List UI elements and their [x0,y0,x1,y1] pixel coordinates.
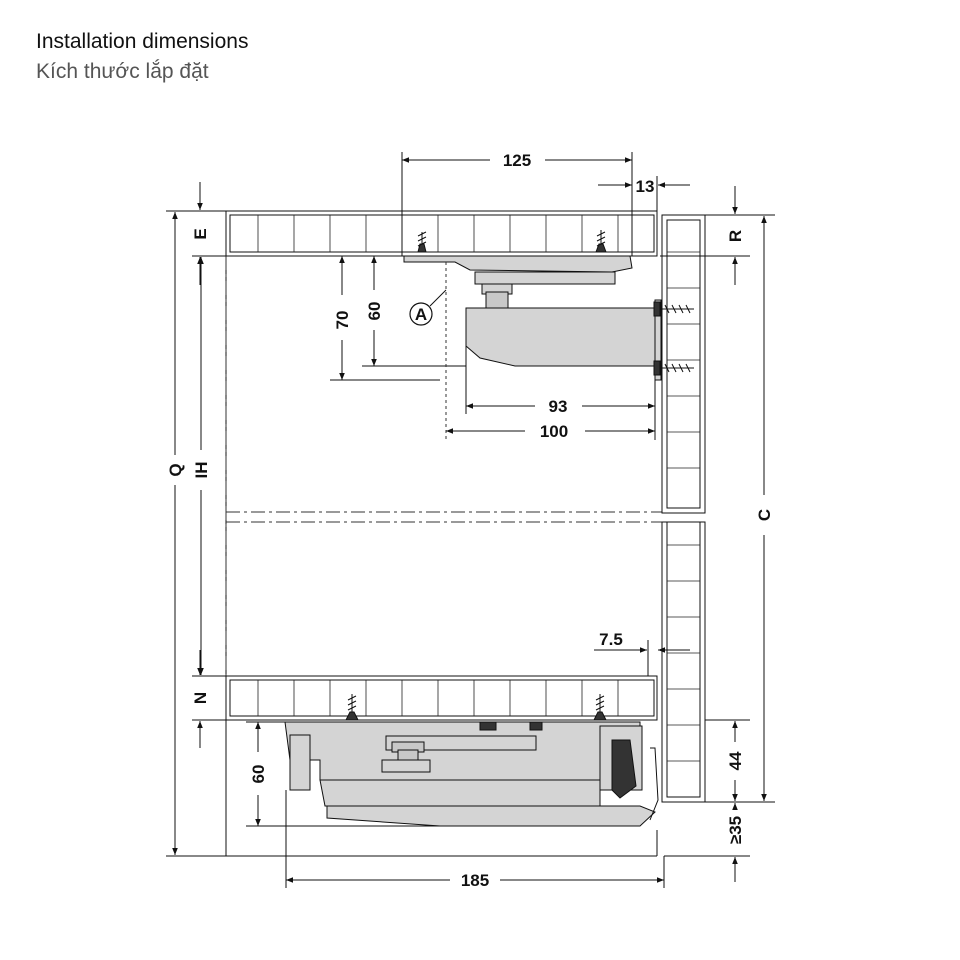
dimension-44: 44 [705,719,750,801]
bottom-shelf [225,675,658,721]
top-bracket [403,255,662,381]
dimension-7-5: 7.5 [594,630,690,676]
dimension-185-label: 185 [461,871,489,890]
page-subtitle: Kích thước lắp đặt [36,60,209,83]
svg-text:IH: IH [192,462,211,479]
svg-text:C: C [755,509,774,521]
dimension-60-top: 60 [362,256,466,367]
svg-text:E: E [191,228,210,239]
dimension-100-label: 100 [540,422,568,441]
svg-text:N: N [191,692,210,704]
dimension-c: C [705,216,775,803]
dimension-44-label: 44 [726,751,745,770]
dimension-185: 185 [285,790,665,890]
svg-text:A: A [415,305,427,324]
dimension-13-label: 13 [636,177,655,196]
cabinet-outline [225,211,700,857]
dimension-125: 125 [401,151,633,256]
dimension-13: 13 [598,176,690,211]
dimension-n: N [191,650,226,748]
top-shelf [225,210,658,257]
dimension-60-bottom-label: 60 [249,765,268,784]
dimension-60-top-label: 60 [365,302,384,321]
dimension-125-label: 125 [503,151,531,170]
dimension-r: R [660,186,775,285]
svg-text:Q: Q [166,463,185,476]
svg-text:R: R [726,230,745,242]
bottom-screw-icon [345,694,607,721]
screw-icon [417,230,607,253]
door-panel [661,214,706,803]
dimension-100: 100 [446,380,656,441]
dimension-7-5-label: 7.5 [599,630,623,649]
bottom-runner [284,721,659,827]
dimension-35: ≥35 [664,803,750,882]
dimension-93-label: 93 [549,397,568,416]
door-screw-icon [653,301,694,376]
dimension-ih: IH [192,257,226,677]
dimension-35-label: ≥35 [726,816,745,844]
dimension-70-label: 70 [333,311,352,330]
dimension-70: 70 [330,256,440,381]
dimension-93: 93 [465,346,655,416]
page-title: Installation dimensions [36,30,249,53]
dimension-q: Q [166,212,226,857]
marker-a: A [409,262,447,440]
dimension-e: E [166,182,226,285]
dimension-60-bottom: 60 [246,721,440,827]
